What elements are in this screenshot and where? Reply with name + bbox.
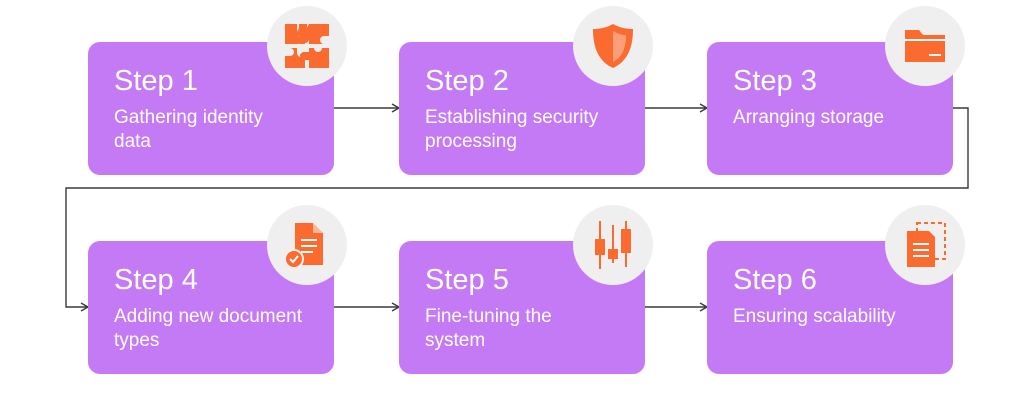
step-card-6: Step 6 Ensuring scalability [707, 241, 953, 374]
step-description: Establishing security processing [425, 107, 599, 152]
step-icon-badge-1 [267, 6, 347, 86]
step-card-1: Step 1 Gathering identity data [88, 42, 334, 175]
step-card-3: Step 3 Arranging storage [707, 42, 953, 175]
step-icon-badge-3 [885, 6, 965, 86]
step-description: Fine-tuning the system [425, 306, 552, 351]
step-icon-badge-4 [267, 205, 347, 285]
document-check-icon [284, 223, 323, 269]
step-description: Ensuring scalability [733, 306, 896, 327]
step-icon-badge-5 [573, 205, 653, 285]
candlestick-icon [595, 221, 631, 269]
step-icon-badge-2 [573, 6, 653, 86]
step-description: Arranging storage [733, 107, 885, 128]
step-title: Step 6 [733, 264, 817, 296]
step-description: Gathering identity data [114, 107, 263, 152]
step-title: Step 4 [114, 264, 198, 296]
documents-copy-icon [907, 222, 946, 267]
step-icon-badge-6 [885, 205, 965, 285]
step-title: Step 5 [425, 264, 509, 296]
step-title: Step 1 [114, 65, 198, 97]
folder-icon [905, 30, 945, 62]
arrow-step3-to-step4 [65, 107, 969, 312]
puzzle-icon [285, 24, 329, 68]
step-title: Step 2 [425, 65, 509, 97]
step-title: Step 3 [733, 65, 817, 97]
shield-icon [593, 24, 633, 68]
step-description: Adding new document types [114, 306, 303, 351]
